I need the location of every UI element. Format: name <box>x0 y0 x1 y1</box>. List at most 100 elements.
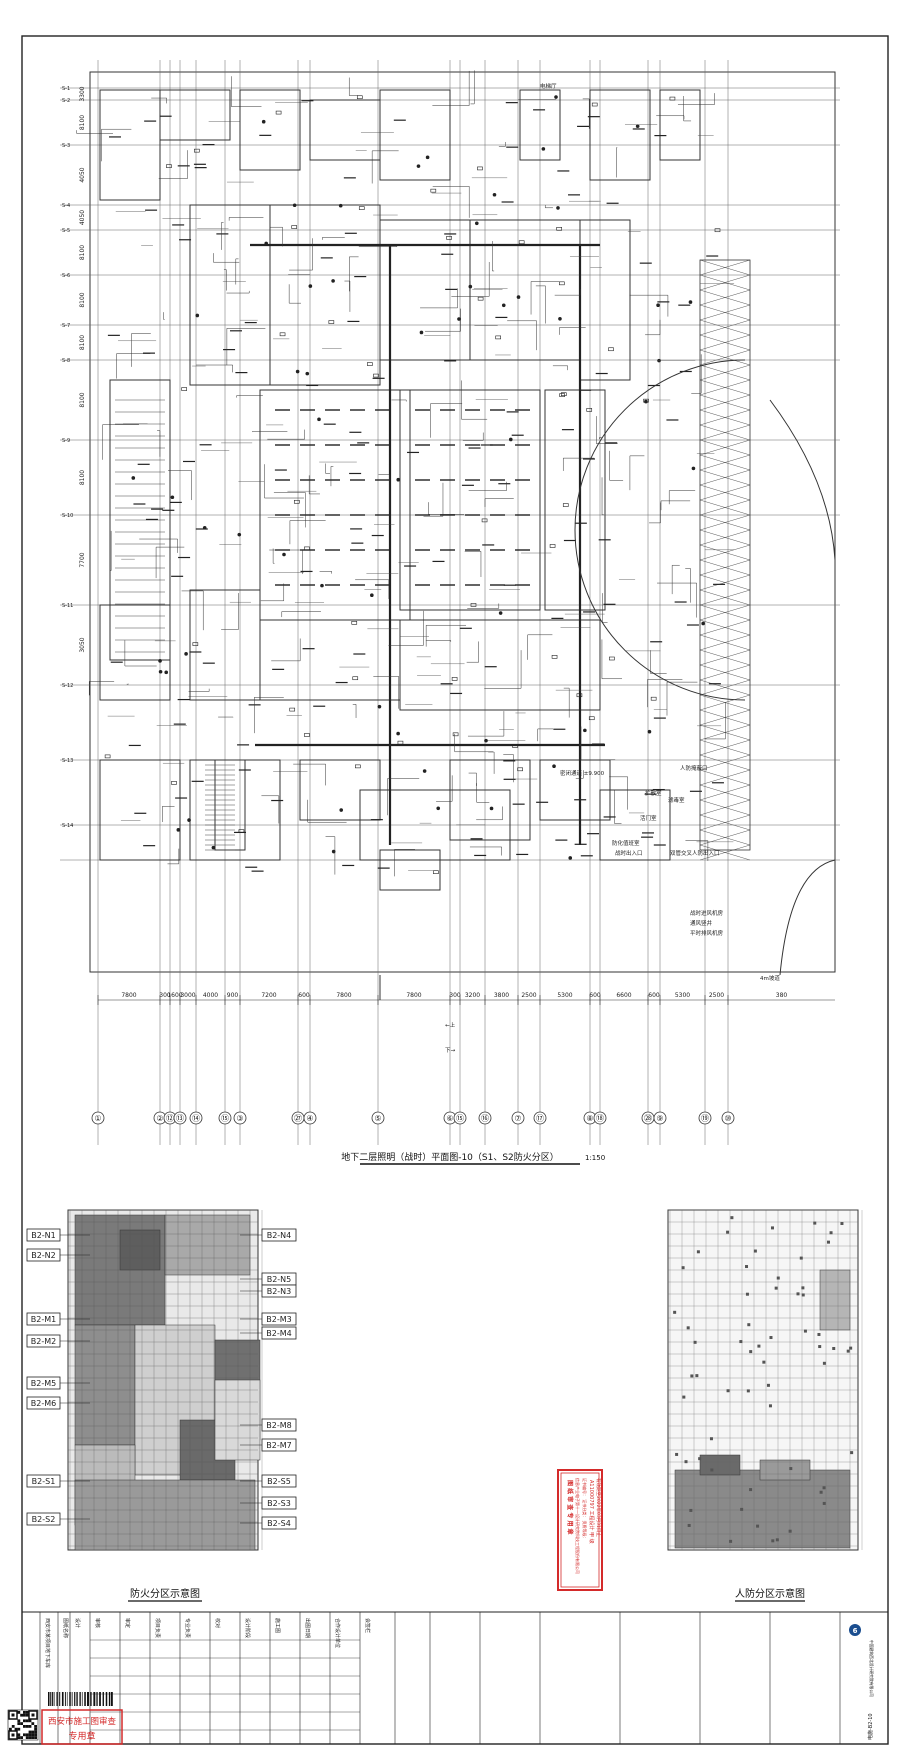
wiring-run <box>601 477 604 516</box>
lighting-fixture <box>556 206 560 210</box>
grid-row-label: S-9 <box>62 438 70 444</box>
fire-zone-label-right: B2-N5 <box>267 1275 292 1284</box>
civil-defense-column <box>768 1404 772 1408</box>
stamp-line3: 证书编号： 证书分类： 资质等级： <box>582 1478 588 1541</box>
lighting-fixture <box>495 335 501 340</box>
lighting-fixture <box>416 164 421 168</box>
lighting-fixture <box>238 829 245 833</box>
qr-cell <box>28 1736 32 1739</box>
lighting-fixture <box>481 518 488 523</box>
right-hatch-line <box>699 394 751 411</box>
lighting-fixture <box>331 849 336 854</box>
wiring-run <box>322 237 345 240</box>
lighting-fixture <box>295 369 300 374</box>
right-hatch-line <box>699 739 751 756</box>
barcode-bar <box>93 1692 96 1706</box>
civil-defense-grid <box>668 1209 863 1550</box>
qr-code <box>7 1709 39 1741</box>
grid-row-label: S-12 <box>62 683 73 689</box>
wiring-run <box>507 320 537 351</box>
wiring-run <box>325 836 336 875</box>
barcode-bar <box>69 1692 70 1706</box>
fire-zone-labels-right: B2-N4B2-N5B2-N3B2-M3B2-M4B2-M8B2-M7B2-S5… <box>240 1228 297 1530</box>
grid-column-label: ⑲ <box>701 1114 709 1123</box>
civil-defense-column <box>753 1249 757 1253</box>
wiring-run <box>167 848 180 865</box>
fire-zone-area <box>214 1379 261 1461</box>
lighting-fixture <box>425 155 430 160</box>
fire-zone-grid <box>68 1209 263 1550</box>
civil-defense-column <box>819 1490 823 1494</box>
corner-stamp-line2: 专用章 <box>68 1730 95 1742</box>
lighting-fixture <box>195 313 200 318</box>
lighting-fixture <box>484 738 488 743</box>
grid-column-label: ⑥ <box>446 1114 453 1123</box>
room-wall <box>399 389 541 611</box>
wiring-run <box>358 245 398 248</box>
wiring-run <box>650 650 667 674</box>
right-arc <box>574 359 746 701</box>
lighting-fixture <box>261 119 266 124</box>
lighting-fixture <box>501 303 506 308</box>
lighting-fixture <box>331 279 335 283</box>
grid-column-bubble <box>173 1111 187 1125</box>
wiring-run <box>109 530 112 571</box>
room-wall <box>239 89 301 171</box>
lighting-fixture <box>293 499 300 504</box>
wiring-run <box>131 333 151 367</box>
wiring-run <box>139 538 178 553</box>
lighting-fixture <box>591 102 598 107</box>
right-hatch-line <box>699 259 751 276</box>
grid-column-label: ⑫ <box>166 1114 174 1123</box>
fire-zone-label-left: B2-N1 <box>31 1231 56 1240</box>
grid-column-label: ⑨ <box>656 1114 663 1123</box>
lighting-fixture <box>164 670 169 675</box>
lighting-fixture <box>657 358 661 363</box>
wiring-run <box>691 354 702 394</box>
wiring-run <box>387 778 420 816</box>
lighting-fixture <box>644 399 648 404</box>
wiring-run <box>288 284 301 304</box>
wiring-run <box>498 141 506 147</box>
civil-defense-column <box>801 1293 805 1297</box>
grid-column-label: ② <box>156 1114 163 1123</box>
lighting-fixture <box>373 373 379 378</box>
wiring-run <box>124 640 157 667</box>
lighting-fixture <box>104 754 111 759</box>
civil-defense-column <box>710 1468 714 1472</box>
wiring-run <box>470 70 475 105</box>
wiring-run <box>349 256 359 292</box>
title-block-field: 会签栏 <box>364 1618 371 1633</box>
grid-column-label: ㉘ <box>644 1114 652 1123</box>
right-hatch-line <box>699 634 751 651</box>
lighting-fixture <box>308 284 313 288</box>
civil-defense-column <box>776 1276 780 1280</box>
qr-cell <box>17 1733 21 1737</box>
qr-cell <box>9 1727 12 1731</box>
civil-defense-column <box>822 1486 826 1490</box>
fire-zone-area <box>119 1229 161 1271</box>
wiring-run <box>116 353 151 379</box>
civil-defense-column <box>801 1286 805 1290</box>
civil-defense-column <box>757 1344 761 1348</box>
room-wall <box>379 849 441 891</box>
grid-column-dimension: 600 <box>589 992 601 999</box>
civil-defense-column <box>745 1265 749 1269</box>
lighting-fixture <box>635 124 640 129</box>
lighting-fixture <box>474 221 479 226</box>
civil-defense-column <box>730 1216 734 1220</box>
grid-column-dimension: 380 <box>776 992 788 999</box>
fire-zone-area <box>74 1479 256 1551</box>
wiring-run <box>348 77 358 96</box>
qr-cell <box>34 1725 37 1728</box>
civil-defense-column <box>850 1451 854 1455</box>
lighting-fixture <box>446 236 452 240</box>
lighting-fixture <box>451 677 458 681</box>
lighting-fixture <box>419 330 424 335</box>
civil-defense-column <box>756 1524 760 1528</box>
plan-note: 双管交叉人防出入口 <box>670 849 720 857</box>
civil-defense-column <box>745 1292 749 1296</box>
wiring-run <box>492 241 495 272</box>
